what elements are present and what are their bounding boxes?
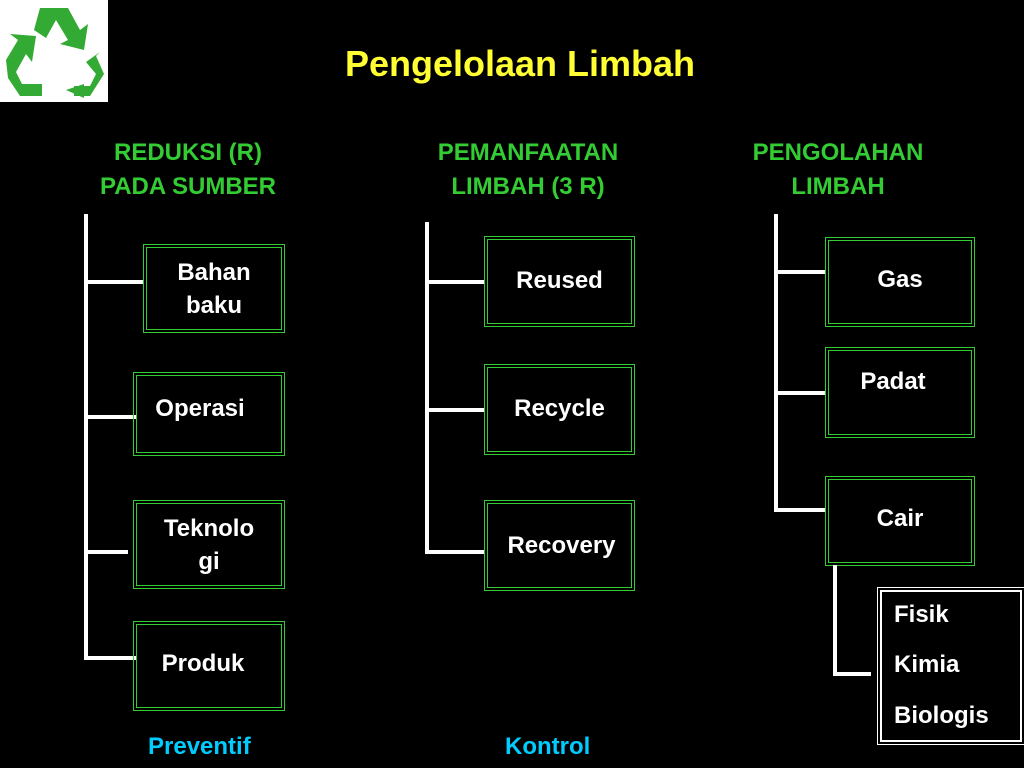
box-label: baku — [185, 292, 242, 319]
box-operasi: Operasi — [133, 372, 285, 456]
box-recycle: Recycle — [484, 364, 635, 455]
page-title: Pengelolaan Limbah — [344, 43, 696, 84]
box-bahan-baku: Bahan baku — [143, 244, 285, 333]
header-line: PADA SUMBER — [99, 173, 276, 200]
list-item: Kimia — [894, 651, 960, 678]
tree-trunk-pengolahan — [774, 214, 778, 512]
box-label: Produk — [161, 650, 245, 677]
box-produk: Produk — [133, 621, 285, 711]
box-label: Operasi — [155, 395, 245, 422]
column-header-reduksi: REDUKSI (R) PADA SUMBER — [60, 136, 316, 204]
box-label: gi — [198, 548, 220, 575]
box-gas: Gas — [825, 237, 975, 327]
tree-trunk-pemanfaatan — [425, 222, 429, 554]
recycle-icon — [6, 8, 104, 98]
tree-branch — [84, 656, 136, 660]
box-label: Reused — [516, 267, 603, 294]
header-line: LIMBAH (3 R) — [451, 173, 605, 200]
tree-branch — [774, 391, 826, 395]
box-label: Gas — [877, 266, 923, 293]
tree-trunk-cair — [833, 565, 837, 675]
tree-branch — [774, 508, 826, 512]
column-header-pengolahan: PENGOLAHAN LIMBAH — [710, 136, 966, 204]
column-header-pemanfaatan: PEMANFAATAN LIMBAH (3 R) — [400, 136, 656, 204]
list-item: Fisik — [894, 601, 949, 628]
footer-label-preventif: Preventif — [148, 733, 251, 760]
box-label: Padat — [860, 368, 926, 395]
tree-branch — [425, 550, 485, 554]
tree-trunk-reduksi — [84, 214, 88, 660]
box-label: Bahan — [177, 259, 251, 286]
header-line: REDUKSI (R) — [114, 139, 262, 166]
box-recovery: Recovery — [484, 500, 635, 591]
tree-branch — [425, 408, 485, 412]
box-label: Cair — [876, 505, 924, 532]
header-line: PENGOLAHAN — [752, 139, 924, 166]
box-reused: Reused — [484, 236, 635, 327]
recycle-logo — [0, 0, 108, 102]
tree-branch — [833, 672, 871, 676]
box-padat: Padat — [825, 347, 975, 438]
tree-branch — [425, 280, 485, 284]
header-line: PEMANFAATAN — [437, 139, 619, 166]
tree-branch — [84, 550, 128, 554]
list-box-cair-methods: Fisik Kimia Biologis — [877, 587, 1024, 745]
box-label: Recovery — [507, 532, 616, 559]
box-cair: Cair — [825, 476, 975, 566]
box-label: Recycle — [514, 395, 605, 422]
list-item: Biologis — [894, 702, 989, 729]
footer-label-kontrol: Kontrol — [505, 733, 591, 760]
box-label: Teknolo — [163, 515, 255, 542]
tree-branch — [84, 280, 144, 284]
box-teknologi: Teknolo gi — [133, 500, 285, 589]
tree-branch — [774, 270, 826, 274]
header-line: LIMBAH — [791, 173, 885, 200]
tree-branch — [84, 415, 136, 419]
